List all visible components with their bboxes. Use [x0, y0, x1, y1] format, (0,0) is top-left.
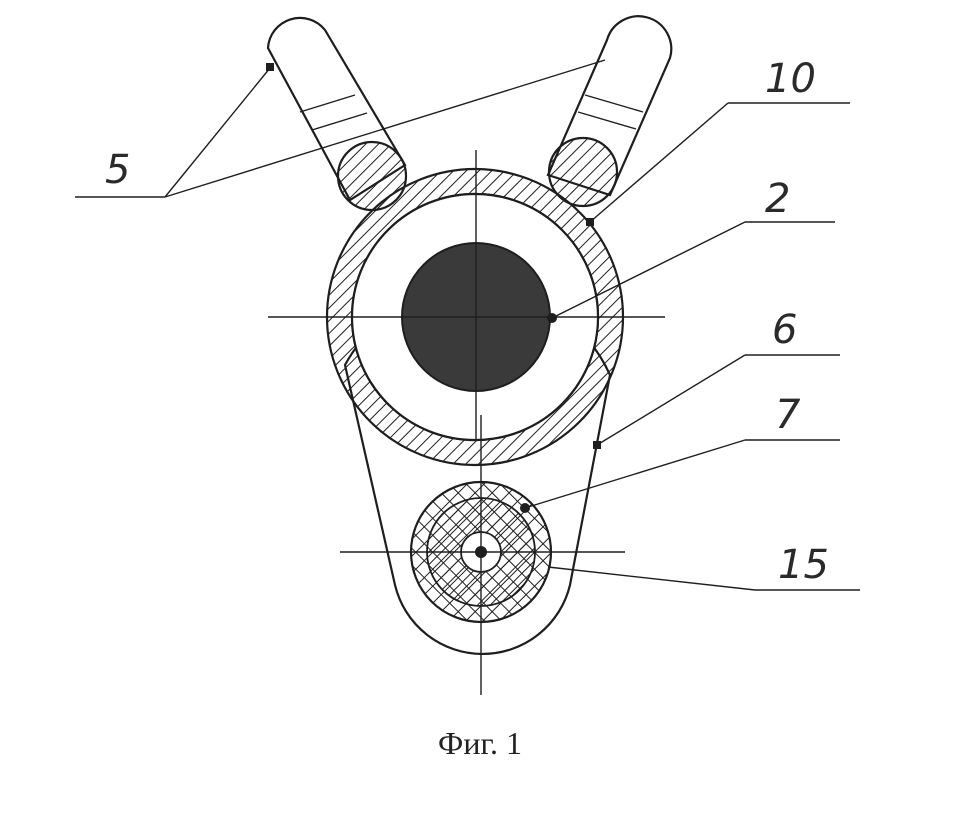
figure-caption: Фиг. 1: [438, 725, 522, 761]
label-7: 7: [775, 392, 801, 438]
right-pin: [547, 136, 619, 208]
label-6: 6: [772, 307, 797, 353]
leader-lines: [75, 59, 860, 591]
label-15: 15: [778, 542, 829, 588]
center-lines: [268, 150, 665, 695]
label-5: 5: [105, 147, 130, 193]
label-2: 2: [765, 176, 790, 222]
right-arm: [546, 15, 673, 197]
label-10: 10: [765, 56, 816, 102]
left-arm: [266, 16, 407, 202]
